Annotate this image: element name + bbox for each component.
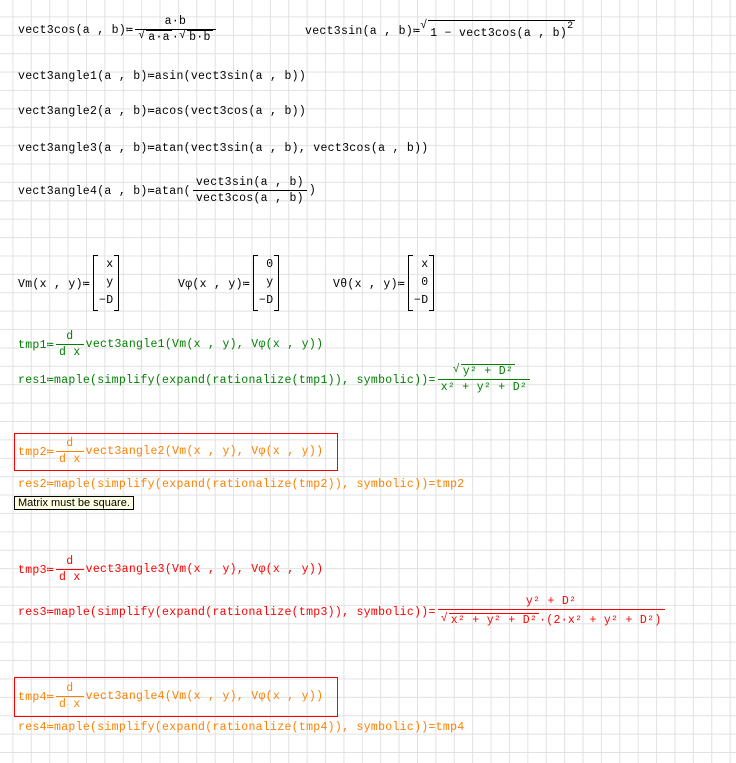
- vect3angle4-definition[interactable]: vect3angle4(a , b)≔atan(vect3sin(a , b)v…: [18, 176, 316, 205]
- vect3cos-definition[interactable]: vect3cos(a , b)≔ a·b a·a· b·b: [18, 15, 218, 44]
- vect3angle2-definition[interactable]: vect3angle2(a , b)≔acos(vect3cos(a , b)): [18, 105, 307, 118]
- rhs: vect3angle3(Vm(x , y), Vφ(x , y)): [85, 563, 324, 576]
- d: d: [66, 437, 74, 450]
- res4-definition[interactable]: res4≔maple(simplify(expand(rationalize(t…: [18, 721, 465, 734]
- res1-definition[interactable]: res1≔maple(simplify(expand(rationalize(t…: [18, 364, 532, 394]
- cell: y: [106, 276, 114, 289]
- vtheta-definition[interactable]: Vθ(x , y)≔ x 0 −D: [333, 255, 437, 311]
- numerator: a·b: [164, 15, 187, 28]
- dot: ·: [171, 31, 180, 44]
- d: d: [66, 682, 74, 695]
- dx: d x: [56, 696, 84, 711]
- cell: −D: [259, 294, 274, 307]
- dx: d x: [56, 344, 84, 359]
- vphi-definition[interactable]: Vφ(x , y)≔ 0 y −D: [178, 255, 282, 311]
- denominator: x² + y² + D²·(2·x² + y² + D²): [437, 609, 665, 627]
- fraction: vect3sin(a , b)vect3cos(a , b): [192, 176, 307, 205]
- sqrt: 1 − vect3cos(a , b)2: [420, 19, 576, 40]
- lhs: tmp1≔: [18, 339, 55, 352]
- rhs: vect3angle4(Vm(x , y), Vφ(x , y)): [85, 690, 324, 703]
- lhs: tmp2≔: [18, 446, 55, 459]
- d: d: [66, 330, 74, 343]
- lhs: vect3cos(a , b)≔: [18, 24, 134, 37]
- lhs: vect3angle4(a , b)≔atan(: [18, 185, 191, 198]
- lhs: res3≔maple(simplify(expand(rationalize(t…: [18, 605, 436, 619]
- dx: d x: [56, 569, 84, 584]
- lhs: Vm(x , y)≔: [18, 277, 91, 291]
- cell: −D: [99, 294, 114, 307]
- numerator: y² + D²: [460, 364, 516, 378]
- lhs: Vφ(x , y)≔: [178, 277, 251, 291]
- lhs: res1≔maple(simplify(expand(rationalize(t…: [18, 374, 436, 387]
- fraction: a·b a·a· b·b: [135, 15, 216, 44]
- lhs: tmp4≔: [18, 691, 55, 704]
- rhs: vect3angle1(Vm(x , y), Vφ(x , y)): [85, 338, 324, 351]
- d: d: [66, 555, 74, 568]
- denominator: a·a· b·b: [135, 29, 216, 44]
- cell: −D: [414, 294, 429, 307]
- factor: ·(2·x² + y² + D²): [539, 614, 662, 627]
- sqrt: a·a: [146, 30, 172, 44]
- close-paren: ): [308, 184, 317, 197]
- cell: 0: [421, 276, 429, 289]
- cell: 0: [266, 258, 274, 271]
- lhs: tmp3≔: [18, 564, 55, 577]
- numerator: vect3sin(a , b): [195, 176, 304, 189]
- cell: x: [421, 258, 429, 271]
- vect3angle3-definition[interactable]: vect3angle3(a , b)≔atan(vect3sin(a , b),…: [18, 142, 429, 155]
- vect3angle1-definition[interactable]: vect3angle1(a , b)≔asin(vect3sin(a , b)): [18, 70, 307, 83]
- matrix: x 0 −D: [408, 255, 435, 311]
- cell: y: [266, 276, 274, 289]
- exponent: 2: [567, 21, 574, 32]
- lhs: vect3sin(a , b)≔: [305, 24, 421, 38]
- selection-box: [14, 677, 338, 717]
- matrix: 0 y −D: [253, 255, 280, 311]
- vect3sin-definition[interactable]: vect3sin(a , b)≔1 − vect3cos(a , b)2: [305, 19, 576, 40]
- error-highlight-box: [14, 433, 338, 471]
- body: 1 − vect3cos(a , b): [430, 27, 568, 40]
- res3-definition[interactable]: res3≔maple(simplify(expand(rationalize(t…: [18, 595, 667, 627]
- denominator: vect3cos(a , b): [192, 190, 307, 205]
- sqrt: b·b: [187, 30, 213, 44]
- lhs: Vθ(x , y)≔: [333, 277, 406, 291]
- denominator: x² + y² + D²: [437, 379, 531, 394]
- numerator: y² + D²: [525, 595, 577, 608]
- rhs: vect3angle2(Vm(x , y), Vφ(x , y)): [85, 445, 324, 458]
- sqrt: x² + y² + D²: [448, 613, 540, 627]
- cell: x: [106, 258, 114, 271]
- error-tooltip: Matrix must be square.: [14, 496, 134, 510]
- dx: d x: [56, 451, 84, 466]
- res2-definition[interactable]: res2≔maple(simplify(expand(rationalize(t…: [18, 478, 465, 491]
